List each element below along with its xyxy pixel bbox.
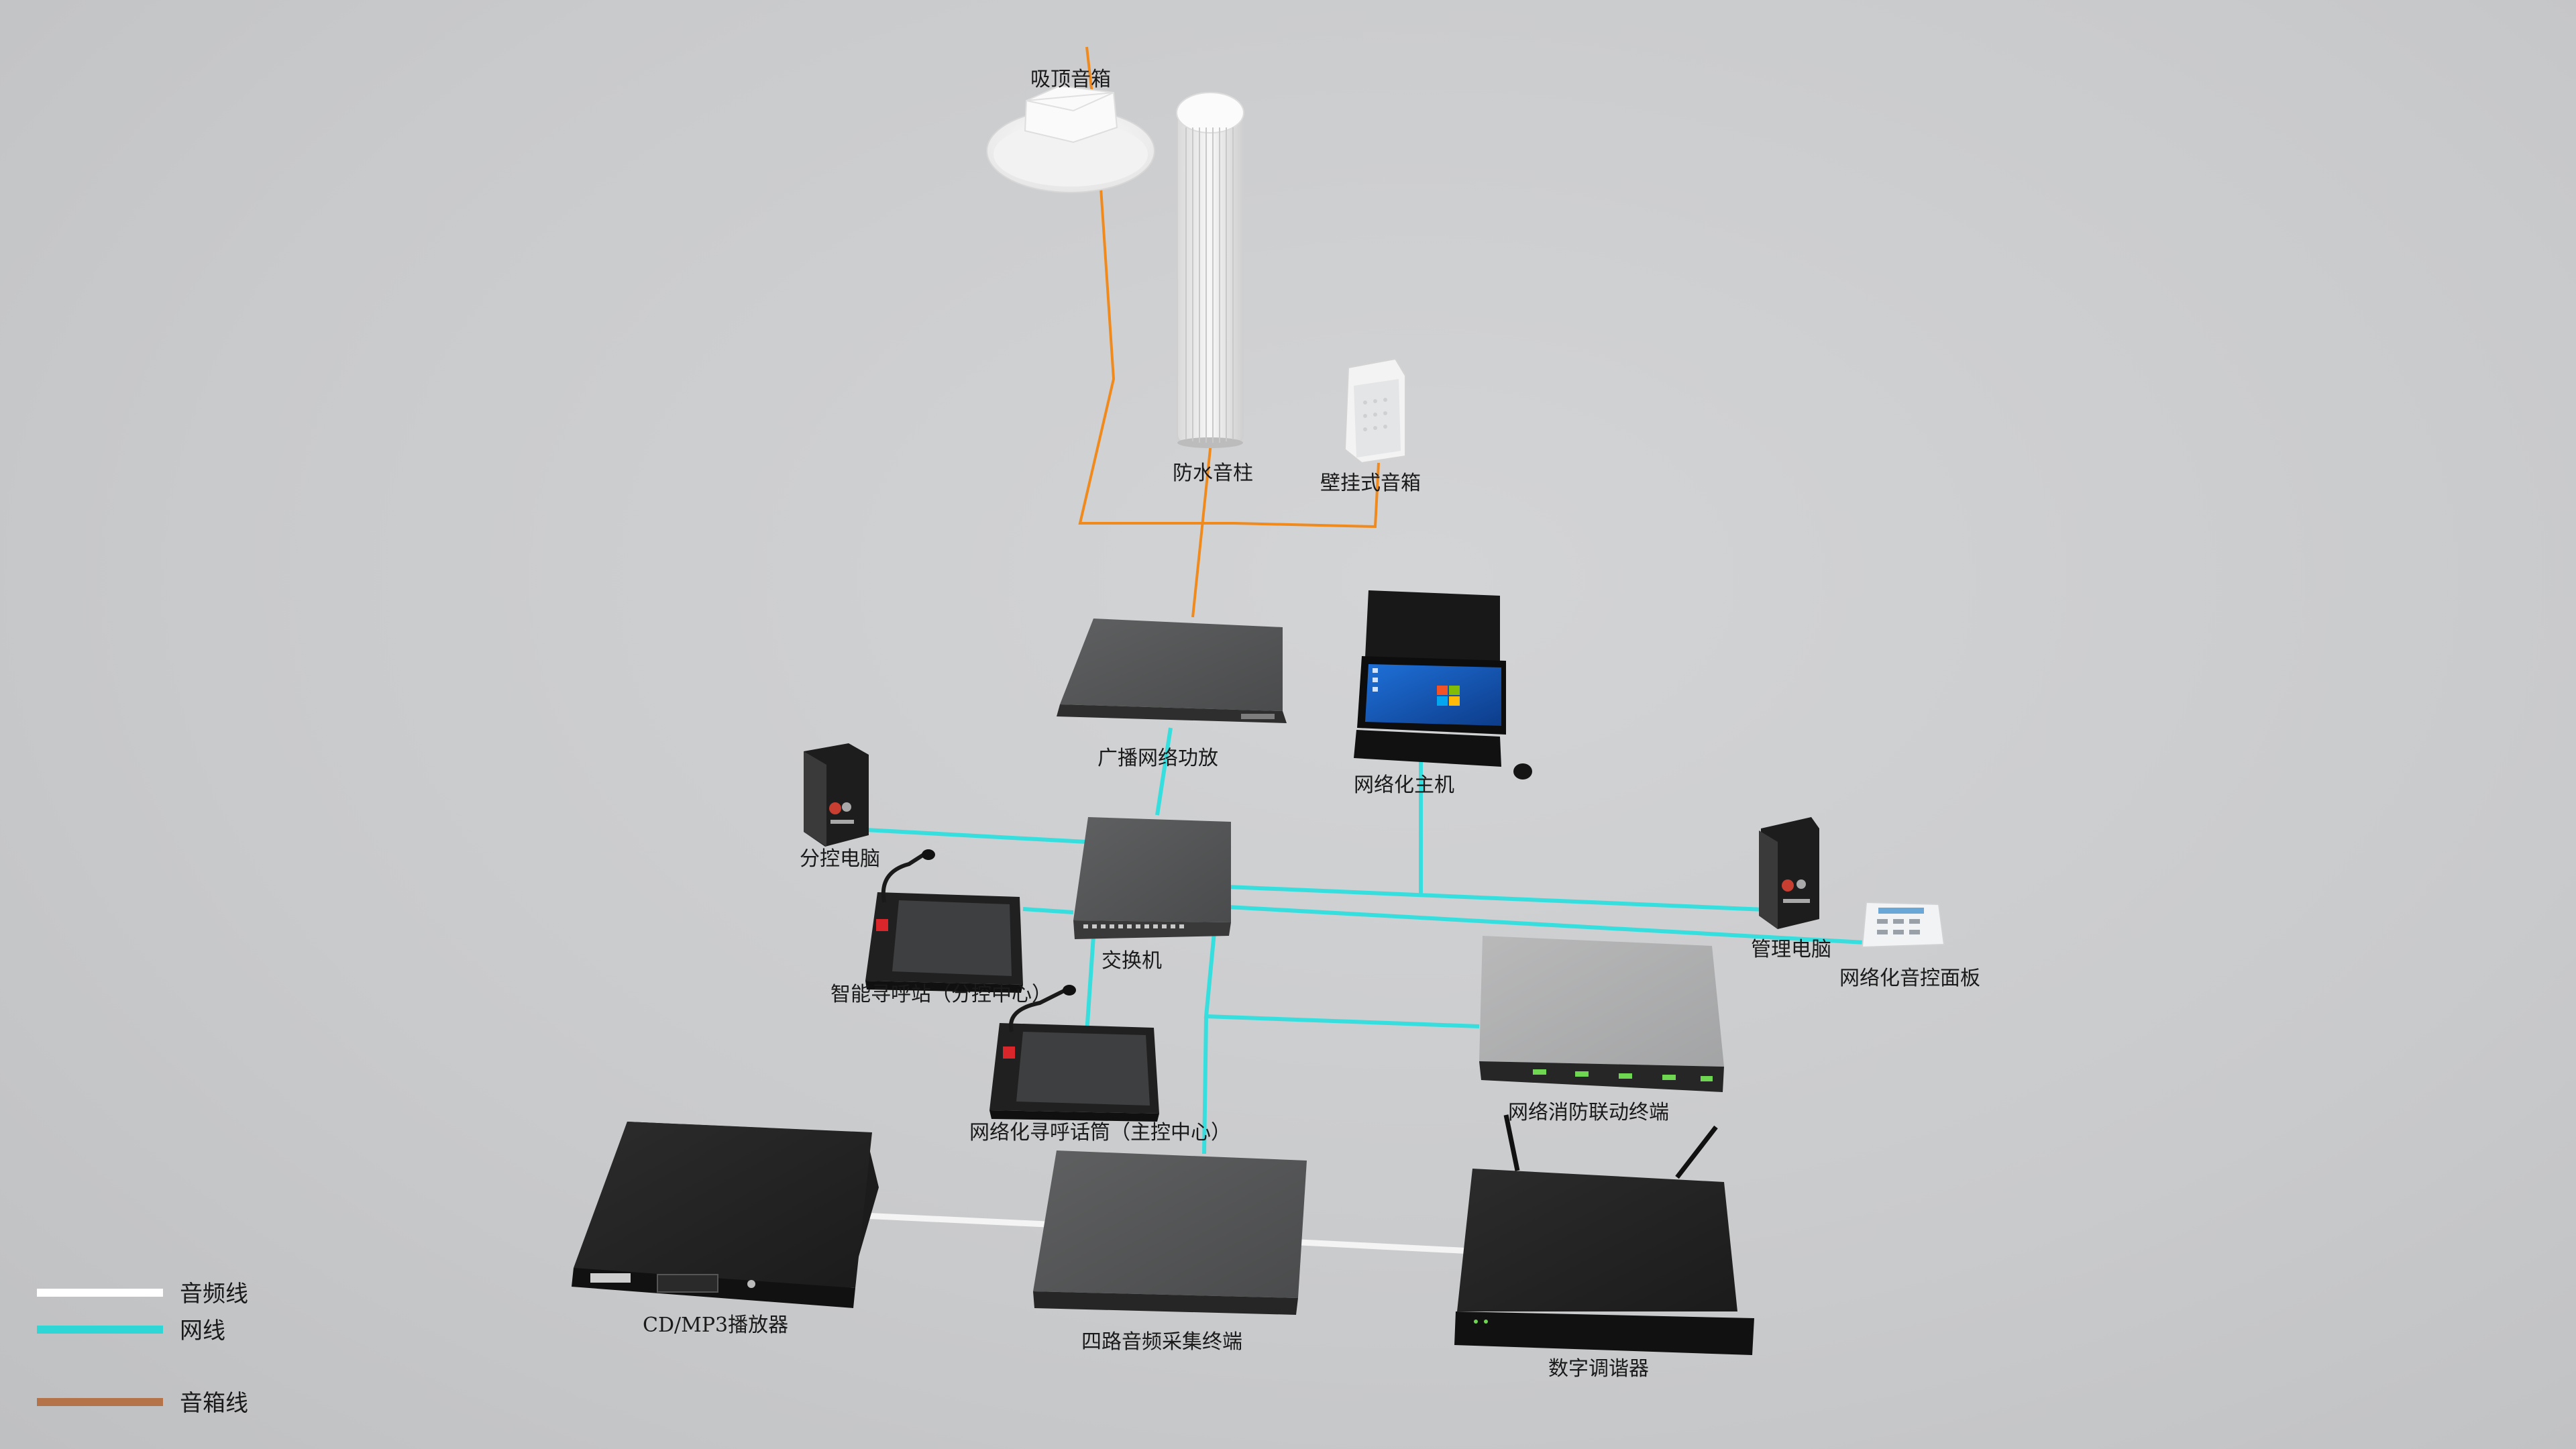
label-tuner: 数字调谐器	[1548, 1357, 1649, 1381]
label-switch: 交换机	[1102, 949, 1162, 973]
label-fire-terminal: 网络消防联动终端	[1508, 1101, 1669, 1124]
speaker-wire-column	[1191, 442, 1212, 618]
label-paging-mic: 网络化寻呼话筒（主控中心）	[969, 1121, 1231, 1144]
net-admin-pc	[1227, 885, 1782, 912]
label-ceiling-speaker: 吸顶音箱	[1030, 68, 1111, 91]
antenna-icon	[1503, 1114, 1520, 1171]
desktop-screen	[1365, 664, 1501, 726]
net-fire-terminal	[1203, 932, 1480, 1028]
paging-station	[865, 849, 1023, 993]
paging-microphone	[989, 985, 1159, 1122]
gooseneck-mic-icon	[1008, 987, 1068, 1032]
sub-control-pc	[804, 743, 869, 847]
windows-logo-icon	[1437, 686, 1460, 706]
audio-tuner	[1301, 1239, 1473, 1254]
label-waterproof-column: 防水音柱	[1173, 462, 1253, 485]
legend-label-network: 网线	[180, 1318, 225, 1344]
label-sub-pc: 分控电脑	[800, 847, 880, 871]
label-host: 网络化主机	[1354, 773, 1454, 797]
net-paging-mic	[1085, 935, 1095, 1034]
network-cables	[865, 727, 1866, 1155]
label-control-panel: 网络化音控面板	[1839, 967, 1980, 990]
fire-linkage-terminal	[1479, 936, 1724, 1092]
network-switch	[1073, 817, 1231, 939]
broadcast-amplifier	[1057, 619, 1287, 723]
audio-collector	[1033, 1150, 1307, 1315]
digital-tuner	[1454, 1114, 1754, 1355]
ceiling-speaker	[986, 85, 1155, 193]
net-audio-collector	[1202, 1016, 1208, 1155]
cd-mp3-player	[572, 1122, 879, 1308]
network-host	[1354, 590, 1532, 780]
net-amplifier	[1155, 727, 1173, 816]
label-amplifier: 广播网络功放	[1097, 747, 1218, 770]
red-button	[876, 919, 888, 931]
legend-label-audio: 音频线	[180, 1281, 248, 1307]
legend-label-speaker: 音箱线	[180, 1390, 248, 1417]
label-admin-pc: 管理电脑	[1751, 938, 1831, 961]
label-cd-player: CD/MP3播放器	[643, 1313, 788, 1337]
net-control-panel	[1227, 905, 1866, 945]
audio-cd	[861, 1212, 1047, 1228]
antenna-icon	[1675, 1125, 1718, 1179]
net-sub-pc	[865, 828, 1087, 844]
legend: 音频线 网线 音箱线	[37, 1281, 248, 1417]
net-paging-station	[1022, 907, 1074, 914]
wall-speaker	[1344, 358, 1406, 464]
admin-pc	[1759, 817, 1819, 929]
label-paging-station: 智能寻呼站（分控中心）	[830, 983, 1052, 1006]
waterproof-column	[1176, 92, 1244, 448]
label-wall-speaker: 壁挂式音箱	[1320, 472, 1421, 495]
red-button	[1003, 1046, 1015, 1059]
audio-control-panel	[1861, 901, 1945, 949]
audio-cables	[861, 1212, 1473, 1254]
label-audio-collector: 四路音频采集终端	[1081, 1330, 1242, 1354]
gooseneck-mic-icon	[881, 851, 927, 903]
